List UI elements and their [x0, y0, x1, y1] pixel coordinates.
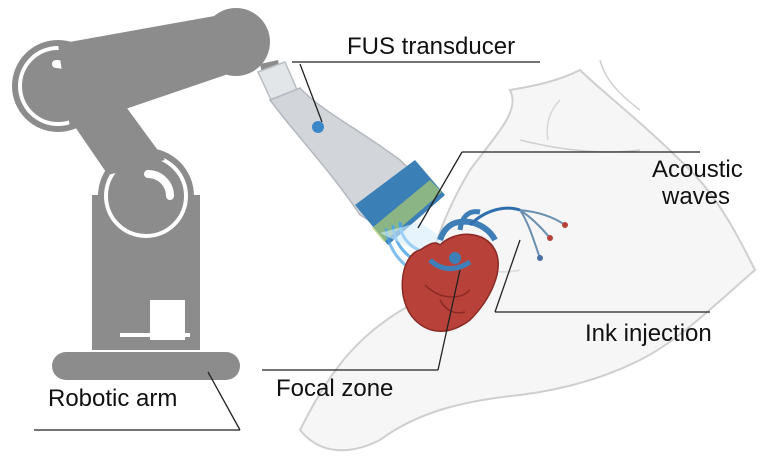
label-focal-zone: Focal zone	[276, 376, 393, 403]
label-robotic-arm: Robotic arm	[48, 386, 177, 413]
label-acoustic-waves: Acoustic waves	[652, 157, 743, 211]
label-acoustic-waves-line1: Acoustic	[652, 157, 743, 184]
label-ink-injection: Ink injection	[585, 321, 712, 348]
label-acoustic-waves-line2: waves	[652, 184, 743, 211]
label-fus-transducer: FUS transducer	[347, 34, 515, 61]
robotic-arm-icon	[12, 8, 282, 380]
